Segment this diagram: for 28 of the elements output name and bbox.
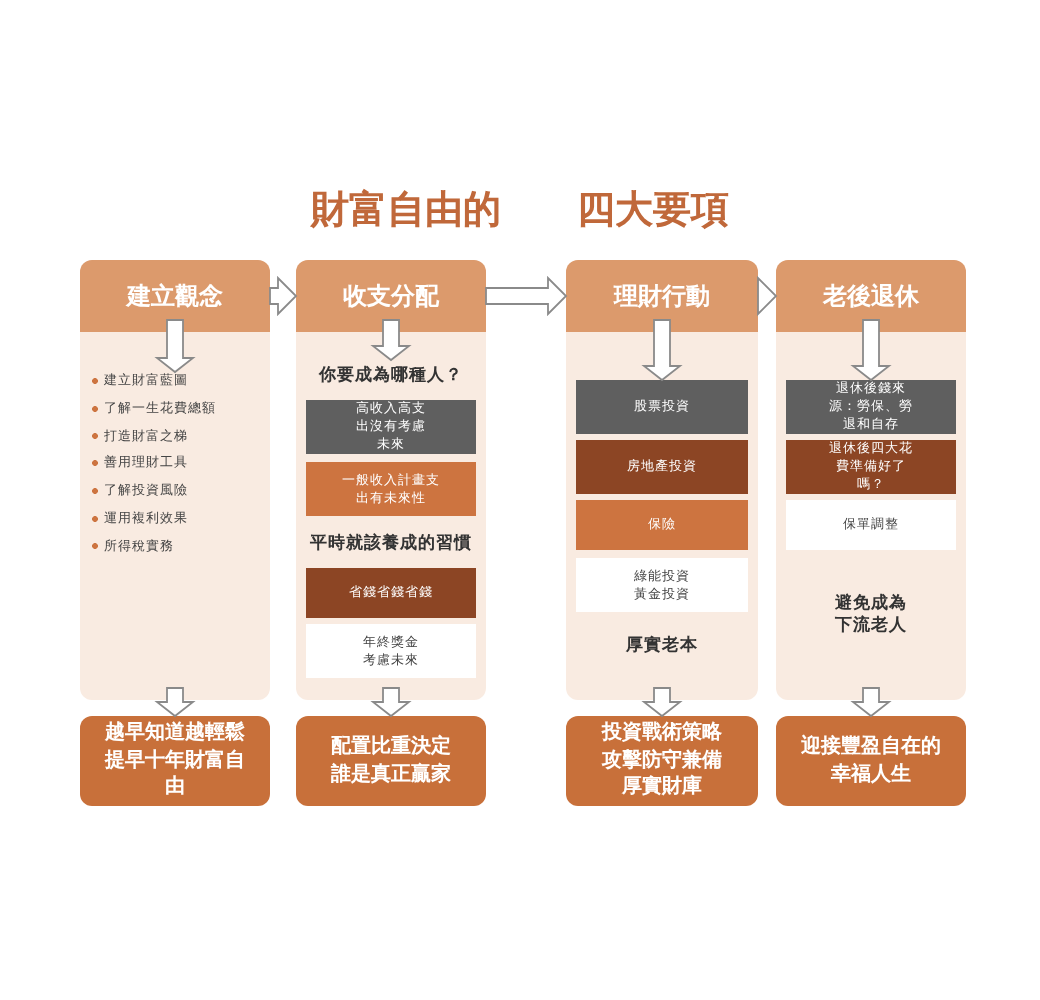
column-header: 建立觀念 [80,260,270,332]
column-panel [566,260,758,700]
block-arrow [757,275,778,317]
block-arrow [641,687,683,718]
block-arrow [485,275,568,317]
block-arrow [850,319,892,382]
subheading: 厚實老本 [580,628,744,664]
column-header: 老後退休 [776,260,966,332]
subheading: 平時就該養成的習慣 [300,528,482,560]
column-panel [80,260,270,700]
column-header: 理財行動 [566,260,758,332]
block-arrow [154,687,196,718]
subheading: 避免成為下流老人 [800,580,942,648]
block-arrow [850,687,892,718]
column-header: 收支分配 [296,260,486,332]
result-box: 投資戰術策略攻擊防守兼備厚實財庫 [566,716,758,806]
column-panel [776,260,966,700]
title: 財富自由的 四大要項 [308,187,731,236]
subheading: 你要成為哪種人？ [300,360,482,392]
block-arrow [269,275,298,317]
block-arrow [370,319,412,362]
result-box: 迎接豐盈自在的幸福人生 [776,716,966,806]
column-panel [296,260,486,700]
block-arrow [370,687,412,718]
result-box: 越早知道越輕鬆提早十年財富自由 [80,716,270,806]
block-arrow [154,319,196,374]
block-arrow [641,319,683,382]
result-box: 配置比重決定誰是真正贏家 [296,716,486,806]
